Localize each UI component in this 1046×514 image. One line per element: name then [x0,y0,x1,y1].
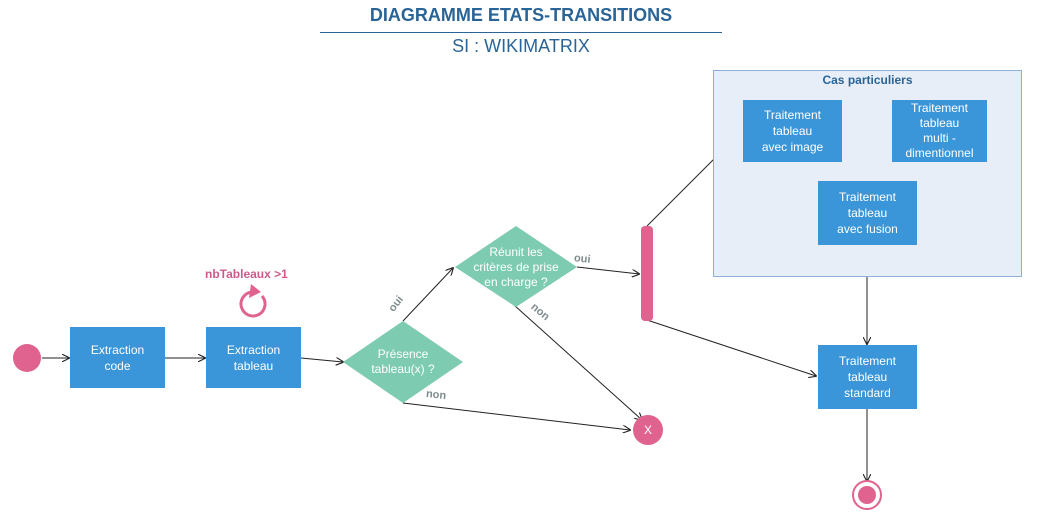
decision-presence [343,321,463,403]
edge-label-non-1: non [425,387,447,403]
state-extraction-code: Extraction code [70,327,165,388]
group-title: Cas particuliers [822,73,913,87]
edge-fork-to-standard [646,319,816,376]
guard-label: nbTableaux >1 [205,267,288,281]
flow-final-mark: X [643,423,652,437]
state-traitement-fusion: Traitement tableau avec fusion [818,181,917,245]
self-loop-icon [239,284,267,318]
edge-presence-oui [402,268,453,322]
state-extraction-tableau: Extraction tableau [206,327,301,388]
state-traitement-standard: Traitement tableau standard [818,345,917,409]
edge-tableau-to-presence [300,358,343,362]
state-traitement-image: Traitement tableau avec image [743,100,842,162]
edge-label-oui-2: oui [573,252,592,266]
diagram-title: DIAGRAMME ETATS-TRANSITIONS [369,5,673,25]
title-divider [320,32,722,33]
decision-criteres [455,226,577,307]
decision-criteres-label: Réunit les critères de prise en charge ? [473,245,559,289]
final-node [852,480,882,510]
fork-bar [641,226,653,321]
decision-presence-label: Présence tableau(x) ? [371,347,435,376]
edge-criteres-non [513,304,642,420]
edge-criteres-oui [576,266,639,274]
edge-presence-non [402,402,630,430]
initial-node [13,344,41,372]
state-traitement-multi: Traitement tableau multi - dimentionnel [892,100,987,162]
flow-final-node [633,415,663,445]
diagram-subtitle: SI : WIKIMATRIX [452,36,590,56]
